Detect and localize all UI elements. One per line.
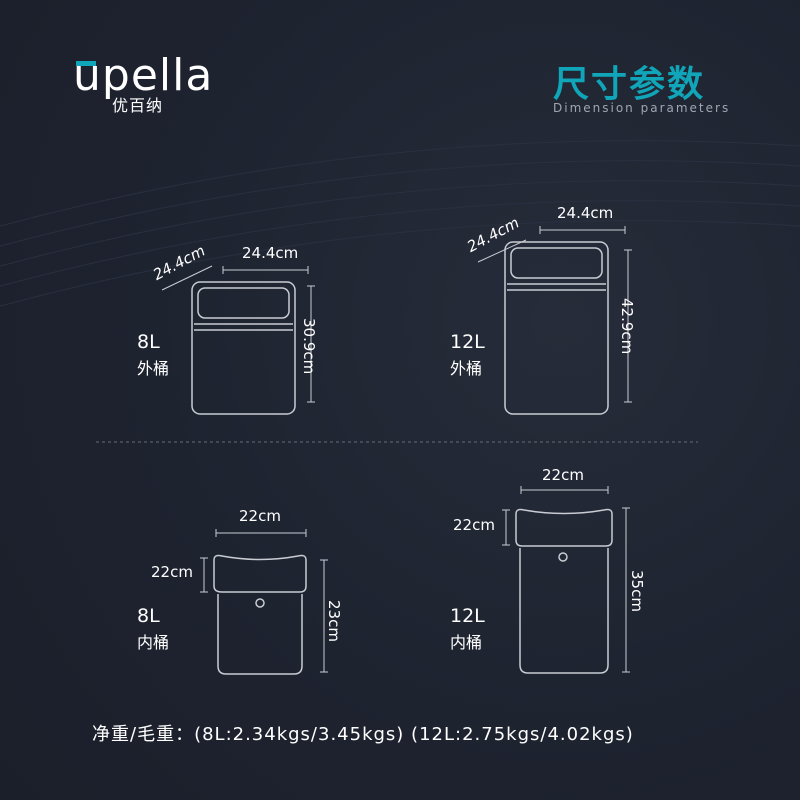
page-subtitle: Dimension parameters <box>553 101 731 115</box>
inner-12l-type: 内桶 <box>450 633 483 652</box>
logo-accent-bar <box>76 61 96 66</box>
weight-info: 净重/毛重：(8L:2.34kgs/3.45kgs) (12L:2.75kgs/… <box>92 724 634 745</box>
background-arcs <box>0 140 800 307</box>
outer-8l-width-label: 24.4cm <box>242 244 299 262</box>
outer-8l-capacity: 8L <box>137 331 160 353</box>
page-title: 尺寸参数 <box>553 64 706 105</box>
inner-12l-dimension-lines <box>502 486 630 673</box>
outer-12l-height-label: 42.9cm <box>618 298 636 355</box>
outer-12l-dimension-lines <box>477 226 632 403</box>
outer-12l-width-label: 24.4cm <box>557 204 614 222</box>
inner-8l-type: 内桶 <box>137 633 170 652</box>
brand-logo: upella <box>73 52 213 100</box>
outer-8l-bin-drawing <box>191 281 296 415</box>
inner-8l-depth-label: 22cm <box>151 563 193 581</box>
inner-8l-capacity: 8L <box>137 605 160 627</box>
inner-12l-height-label: 35cm <box>628 570 646 612</box>
outer-8l-height-label: 30.9cm <box>300 318 318 375</box>
inner-12l-bin-drawing <box>515 508 613 674</box>
outer-12l-type: 外桶 <box>450 359 483 378</box>
outer-8l-dimension-lines <box>161 265 315 403</box>
inner-8l-width-label: 22cm <box>239 507 281 525</box>
outer-8l-type: 外桶 <box>137 359 170 378</box>
inner-8l-height-label: 23cm <box>325 600 343 642</box>
inner-12l-depth-label: 22cm <box>453 516 495 534</box>
inner-8l-dimension-lines <box>200 529 328 673</box>
outer-12l-bin-drawing <box>504 241 609 415</box>
brand-subtitle: 优百纳 <box>112 96 164 115</box>
inner-12l-width-label: 22cm <box>542 466 584 484</box>
inner-12l-capacity: 12L <box>450 605 485 627</box>
inner-8l-bin-drawing <box>213 554 307 675</box>
brand-logo-text: upella <box>73 50 214 101</box>
outer-12l-capacity: 12L <box>450 331 485 353</box>
